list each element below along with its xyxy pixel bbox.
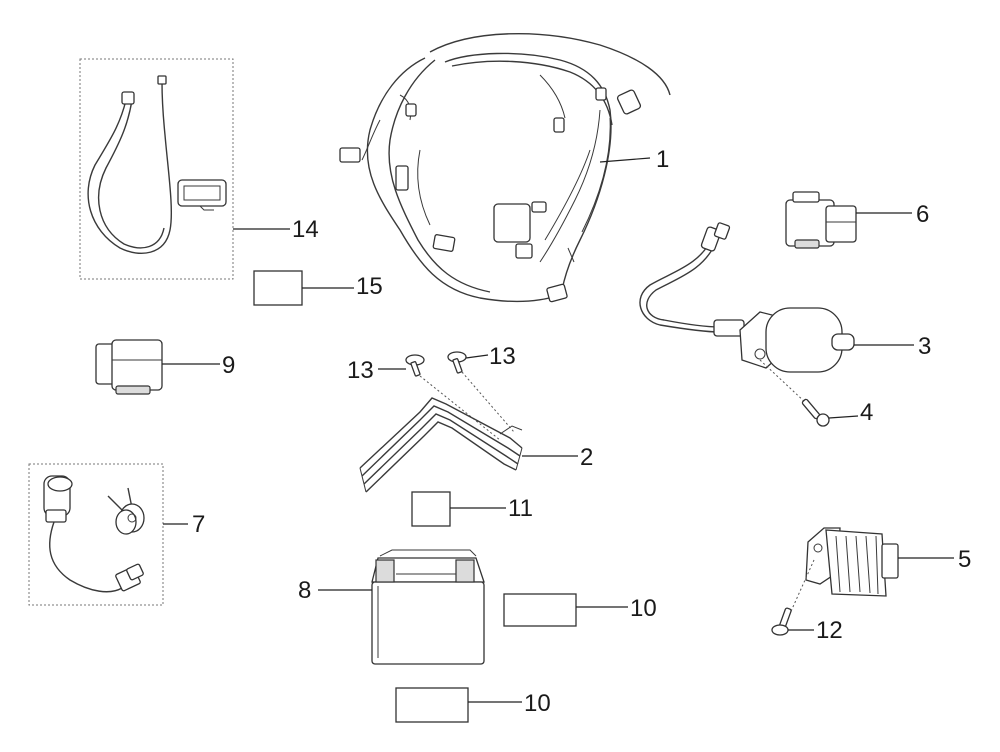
callout-9: 9 [222, 352, 235, 379]
meter-sensor-wire [87, 75, 227, 255]
callout-14: 14 [292, 216, 319, 243]
battery-bracket [359, 397, 523, 493]
wiring-harness [339, 32, 671, 303]
callout-10a: 10 [630, 595, 657, 622]
pad-small [411, 491, 451, 527]
dashed-box-14 [79, 58, 234, 280]
callout-1: 1 [656, 146, 669, 173]
leader-1 [599, 157, 651, 163]
ignition-coil [639, 222, 855, 419]
callout-2: 2 [580, 444, 593, 471]
callout-5: 5 [958, 546, 971, 573]
callout-6: 6 [916, 201, 929, 228]
battery [371, 549, 485, 665]
flasher-relay [95, 339, 163, 395]
callout-15: 15 [356, 273, 383, 300]
bracket-screw [405, 351, 515, 441]
leader-13b [465, 354, 489, 359]
regulator-bolt [771, 607, 792, 636]
label-pad [253, 270, 303, 306]
callout-13a: 13 [347, 357, 374, 384]
dashed-box-7 [28, 463, 164, 606]
regulator-rectifier [787, 527, 899, 619]
pad [503, 593, 577, 627]
pad-2 [395, 687, 469, 723]
callout-12: 12 [816, 617, 843, 644]
callout-4: 4 [860, 399, 873, 426]
callout-7: 7 [192, 511, 205, 538]
ignition-switch-with-keys [43, 475, 145, 593]
callout-8: 8 [298, 577, 311, 604]
callout-10b: 10 [524, 690, 551, 717]
callout-3: 3 [918, 333, 931, 360]
leader-4 [828, 415, 859, 419]
coil-bolt [801, 398, 830, 427]
callout-13b: 13 [489, 343, 516, 370]
relay [785, 191, 857, 249]
callout-11: 11 [508, 495, 533, 522]
